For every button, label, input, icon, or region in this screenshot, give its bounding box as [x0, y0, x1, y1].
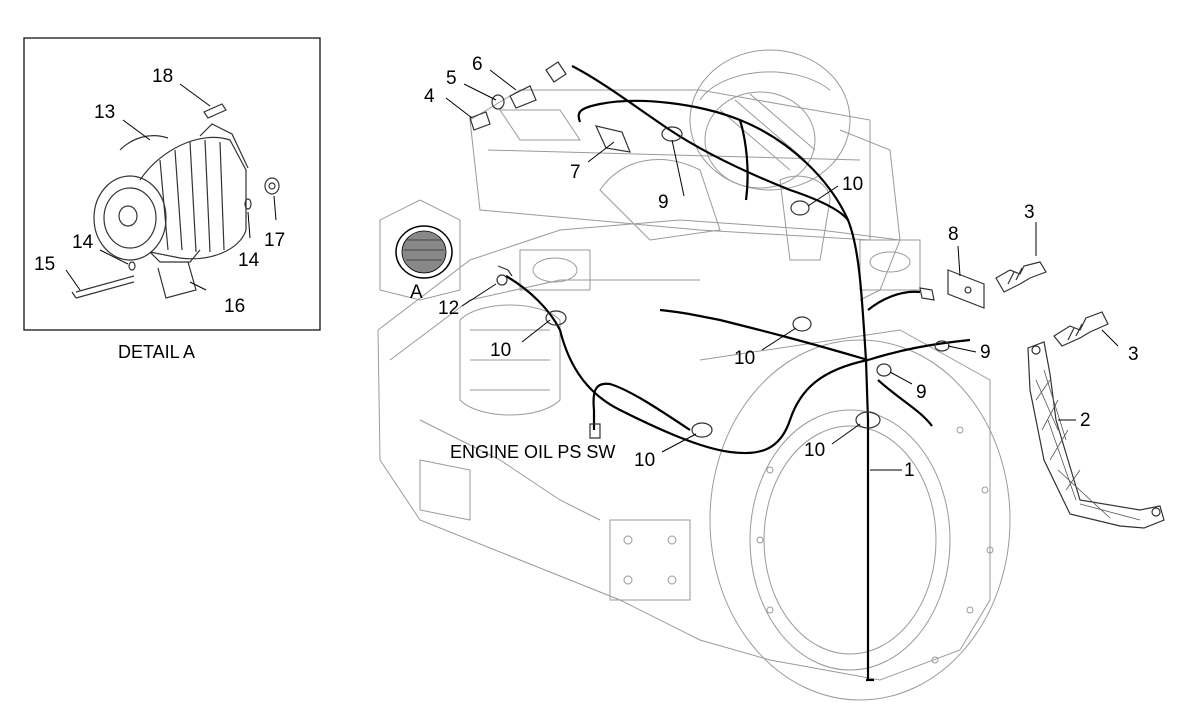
callout-2: 2 [1080, 410, 1091, 431]
wiring-harness [505, 65, 971, 682]
view-marker-a: A [395, 225, 453, 303]
callout-14-left: 14 [72, 232, 94, 253]
callout-16: 16 [224, 296, 245, 317]
callout-10-mid: 10 [734, 348, 755, 369]
callout-3-lower: 3 [1128, 344, 1139, 365]
callout-5: 5 [446, 68, 457, 89]
callout-13: 13 [94, 102, 115, 123]
callout-10-low: 10 [634, 450, 655, 471]
callout-6: 6 [472, 54, 483, 75]
callout-8: 8 [948, 224, 959, 245]
callout-10-top: 9 [658, 192, 669, 213]
callout-15: 15 [34, 254, 55, 275]
alternator-drawing [71, 103, 280, 299]
callout-9-right: 9 [980, 342, 991, 363]
callout-1: 1 [904, 460, 915, 481]
leaders [445, 69, 1119, 471]
callout-labels: 4 5 6 7 9 10 8 3 3 9 9 12 10 10 10 10 1 … [424, 54, 1139, 481]
callout-3-upper: 3 [1024, 202, 1035, 223]
fittings [469, 61, 1165, 529]
detail-a-inset: 18 13 14 15 16 14 17 [23, 37, 321, 331]
callout-14-right: 14 [238, 250, 260, 271]
callout-12: 12 [438, 298, 459, 319]
callout-9-left: 9 [916, 382, 927, 403]
engine-oil-ps-sw-label: ENGINE OIL PS SW [450, 442, 615, 462]
callout-10-bell: 10 [804, 440, 825, 461]
callout-4: 4 [424, 86, 435, 107]
view-marker-label: A [410, 282, 423, 303]
detail-caption: DETAIL A [118, 342, 195, 362]
engine-outline [377, 49, 1011, 701]
callout-10-turbo: 10 [842, 174, 863, 195]
harness-clamps [545, 126, 950, 438]
callout-10-left: 10 [490, 340, 511, 361]
callout-7: 7 [570, 162, 581, 183]
callout-18: 18 [152, 66, 173, 87]
callout-17: 17 [264, 230, 285, 251]
